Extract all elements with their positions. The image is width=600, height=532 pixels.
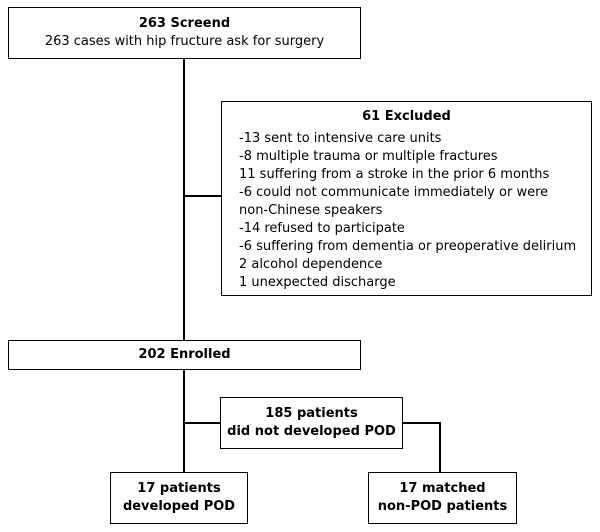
excluded-item: 1 unexpected discharge xyxy=(239,275,396,290)
non-pod-line2: did not developed POD xyxy=(227,424,396,439)
pod-line2: developed POD xyxy=(122,499,236,514)
non-pod-line1: 185 patients xyxy=(265,406,358,421)
connector-to-matched xyxy=(439,422,441,472)
excluded-item: non-Chinese speakers xyxy=(239,203,383,218)
excluded-item: -8 multiple trauma or multiple fractures xyxy=(239,149,498,164)
pod-box: 17 patients developed POD xyxy=(110,472,248,524)
excluded-title: 61 Excluded xyxy=(362,109,451,124)
excluded-item: -6 suffering from dementia or preoperati… xyxy=(239,239,577,254)
connector-to-excluded xyxy=(183,195,221,197)
connector-to-non-pod xyxy=(183,422,220,424)
connector-enrolled-to-pod xyxy=(183,370,185,472)
excluded-item: -13 sent to intensive care units xyxy=(239,131,442,146)
screened-title: 263 Screend xyxy=(138,16,231,31)
matched-line1: 17 matched xyxy=(399,481,486,496)
non-pod-box: 185 patients did not developed POD xyxy=(220,397,403,449)
matched-box: 17 matched non-POD patients xyxy=(368,472,517,524)
excluded-item: -14 refused to participate xyxy=(239,221,405,236)
enrolled-title: 202 Enrolled xyxy=(138,347,231,362)
excluded-item: 11 suffering from a stroke in the prior … xyxy=(239,167,550,182)
excluded-item: -6 could not communicate immediately or … xyxy=(239,185,549,200)
connector-non-pod-right xyxy=(403,422,440,424)
excluded-list: -13 sent to intensive care units -8 mult… xyxy=(239,130,591,292)
excluded-box: 61 Excluded -13 sent to intensive care u… xyxy=(221,101,592,296)
screened-box: 263 Screend 263 cases with hip fructure … xyxy=(8,7,361,59)
enrolled-box: 202 Enrolled xyxy=(8,340,361,370)
screened-subtitle: 263 cases with hip fructure ask for surg… xyxy=(44,34,325,49)
matched-line2: non-POD patients xyxy=(377,499,508,514)
connector-screened-to-enrolled xyxy=(183,59,185,340)
pod-line1: 17 patients xyxy=(137,481,221,496)
excluded-item: 2 alcohol dependence xyxy=(239,257,383,272)
